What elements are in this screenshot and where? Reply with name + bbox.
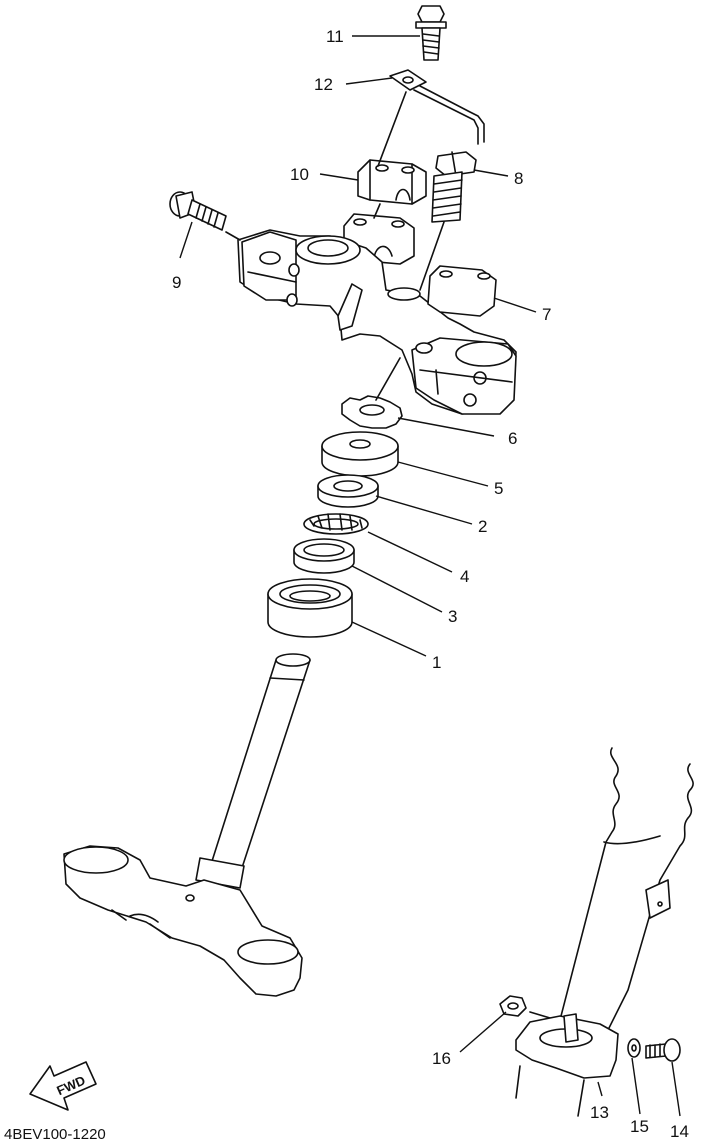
part-3-bearing — [293, 538, 355, 574]
callout-8: 8 — [514, 169, 523, 188]
callout-labels: 11 12 10 8 9 7 6 5 2 4 3 1 16 13 15 14 — [172, 27, 689, 1141]
part-2-seal — [317, 474, 379, 508]
part-1-bearing — [267, 578, 353, 638]
steering-stem-under-bracket — [63, 653, 311, 997]
callout-14: 14 — [670, 1122, 689, 1141]
callout-10: 10 — [290, 165, 309, 184]
callout-15: 15 — [630, 1117, 649, 1136]
callout-4: 4 — [460, 567, 469, 586]
callout-12: 12 — [314, 75, 333, 94]
callout-11: 11 — [326, 27, 344, 46]
part-14-bolt — [645, 1038, 681, 1062]
callout-5: 5 — [494, 479, 503, 498]
part-8-bolt — [431, 151, 477, 223]
leader-lines — [179, 35, 681, 1117]
part-4-ball-race — [303, 513, 369, 535]
part-6-ring-nut — [341, 395, 403, 429]
part-9-bolt — [169, 191, 227, 231]
fwd-arrow: FWD — [29, 1061, 97, 1111]
diagram-code: 4BEV100-1220 — [4, 1126, 106, 1142]
callout-13: 13 — [590, 1103, 609, 1122]
callout-9: 9 — [172, 273, 181, 292]
callout-7: 7 — [542, 305, 551, 324]
part-16-nut — [499, 995, 551, 1019]
callout-6: 6 — [508, 429, 517, 448]
callout-1: 1 — [432, 653, 441, 672]
part-11-bolt — [415, 5, 447, 61]
part-10-holder-cap — [357, 159, 427, 205]
part-15-washer — [627, 1038, 641, 1058]
alignment-lines — [225, 91, 445, 401]
callout-2: 2 — [478, 517, 487, 536]
part-13-hose-holder — [515, 1013, 619, 1117]
callout-3: 3 — [448, 607, 457, 626]
callout-16: 16 — [432, 1049, 451, 1068]
part-5-washer — [321, 431, 399, 477]
brake-hose — [559, 747, 694, 1031]
part-12-cable-guide — [389, 69, 485, 145]
part-7-upper-bracket — [237, 213, 517, 415]
